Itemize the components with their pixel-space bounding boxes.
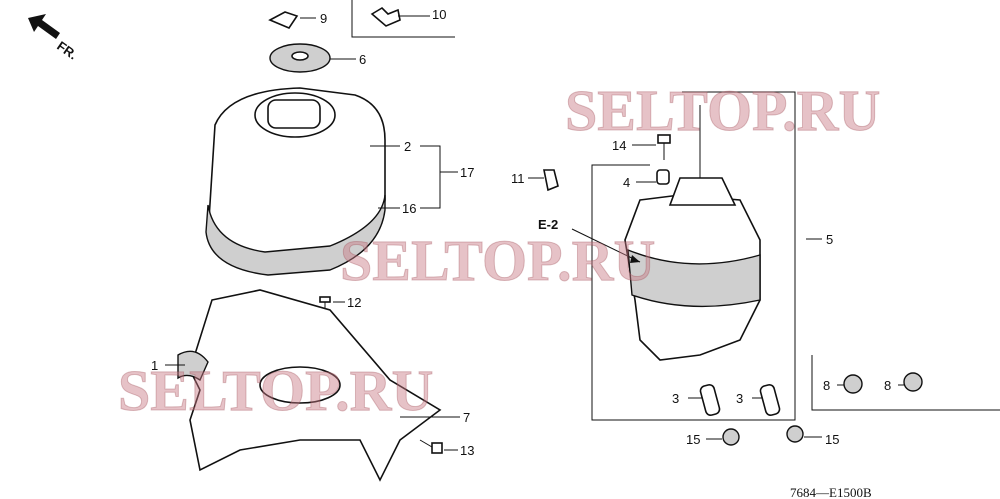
reference-e2: E-2 <box>538 217 558 232</box>
collar-3a-part <box>699 384 721 416</box>
callout-1: 1 <box>151 358 158 373</box>
bolt-13-part <box>419 439 443 454</box>
stud-11-part <box>543 169 559 192</box>
collar-4-part <box>656 169 670 185</box>
front-arrow-icon <box>28 14 60 39</box>
callout-14: 14 <box>612 138 626 153</box>
callout-13: 13 <box>460 443 474 458</box>
watermark: SELTOP.RU <box>565 78 880 143</box>
grommet-part <box>269 43 331 73</box>
nut-15b-part <box>786 425 804 443</box>
group-bracket-8 <box>811 355 1000 411</box>
watermark: SELTOP.RU <box>118 358 433 423</box>
callout-10: 10 <box>432 7 446 22</box>
group-bracket-5 <box>591 91 796 421</box>
callout-7: 7 <box>463 410 470 425</box>
callout-15a: 15 <box>686 432 700 447</box>
callout-12: 12 <box>347 295 361 310</box>
air-cleaner-base-part <box>177 289 442 482</box>
callout-17: 17 <box>460 165 474 180</box>
wing-bolt-part <box>268 11 299 29</box>
callout-6: 6 <box>359 52 366 67</box>
callout-3a: 3 <box>672 391 679 406</box>
elbow-case-part <box>624 105 761 361</box>
nut-8b-part <box>903 372 923 392</box>
watermark: SELTOP.RU <box>340 228 655 293</box>
collar-3b-part <box>759 384 781 416</box>
callout-5: 5 <box>826 232 833 247</box>
callout-8b: 8 <box>884 378 891 393</box>
nut-15a-part <box>722 428 740 446</box>
callout-8a: 8 <box>823 378 830 393</box>
callout-11: 11 <box>511 171 525 186</box>
air-cleaner-cover-part <box>205 87 386 276</box>
direction-label: FR. <box>54 38 80 62</box>
callout-2: 2 <box>404 139 411 154</box>
callout-15b: 15 <box>825 432 839 447</box>
nut-8a-part <box>843 374 863 394</box>
callout-3b: 3 <box>736 391 743 406</box>
callout-4: 4 <box>623 175 630 190</box>
group-bracket-10 <box>351 0 455 38</box>
callout-9: 9 <box>320 11 327 26</box>
diagram-code: 7684—E1500B <box>790 485 872 499</box>
wing-nut-part <box>370 6 401 27</box>
group-bracket-17 <box>420 145 458 209</box>
bolt-14-part <box>657 134 671 160</box>
callout-16: 16 <box>402 201 416 216</box>
